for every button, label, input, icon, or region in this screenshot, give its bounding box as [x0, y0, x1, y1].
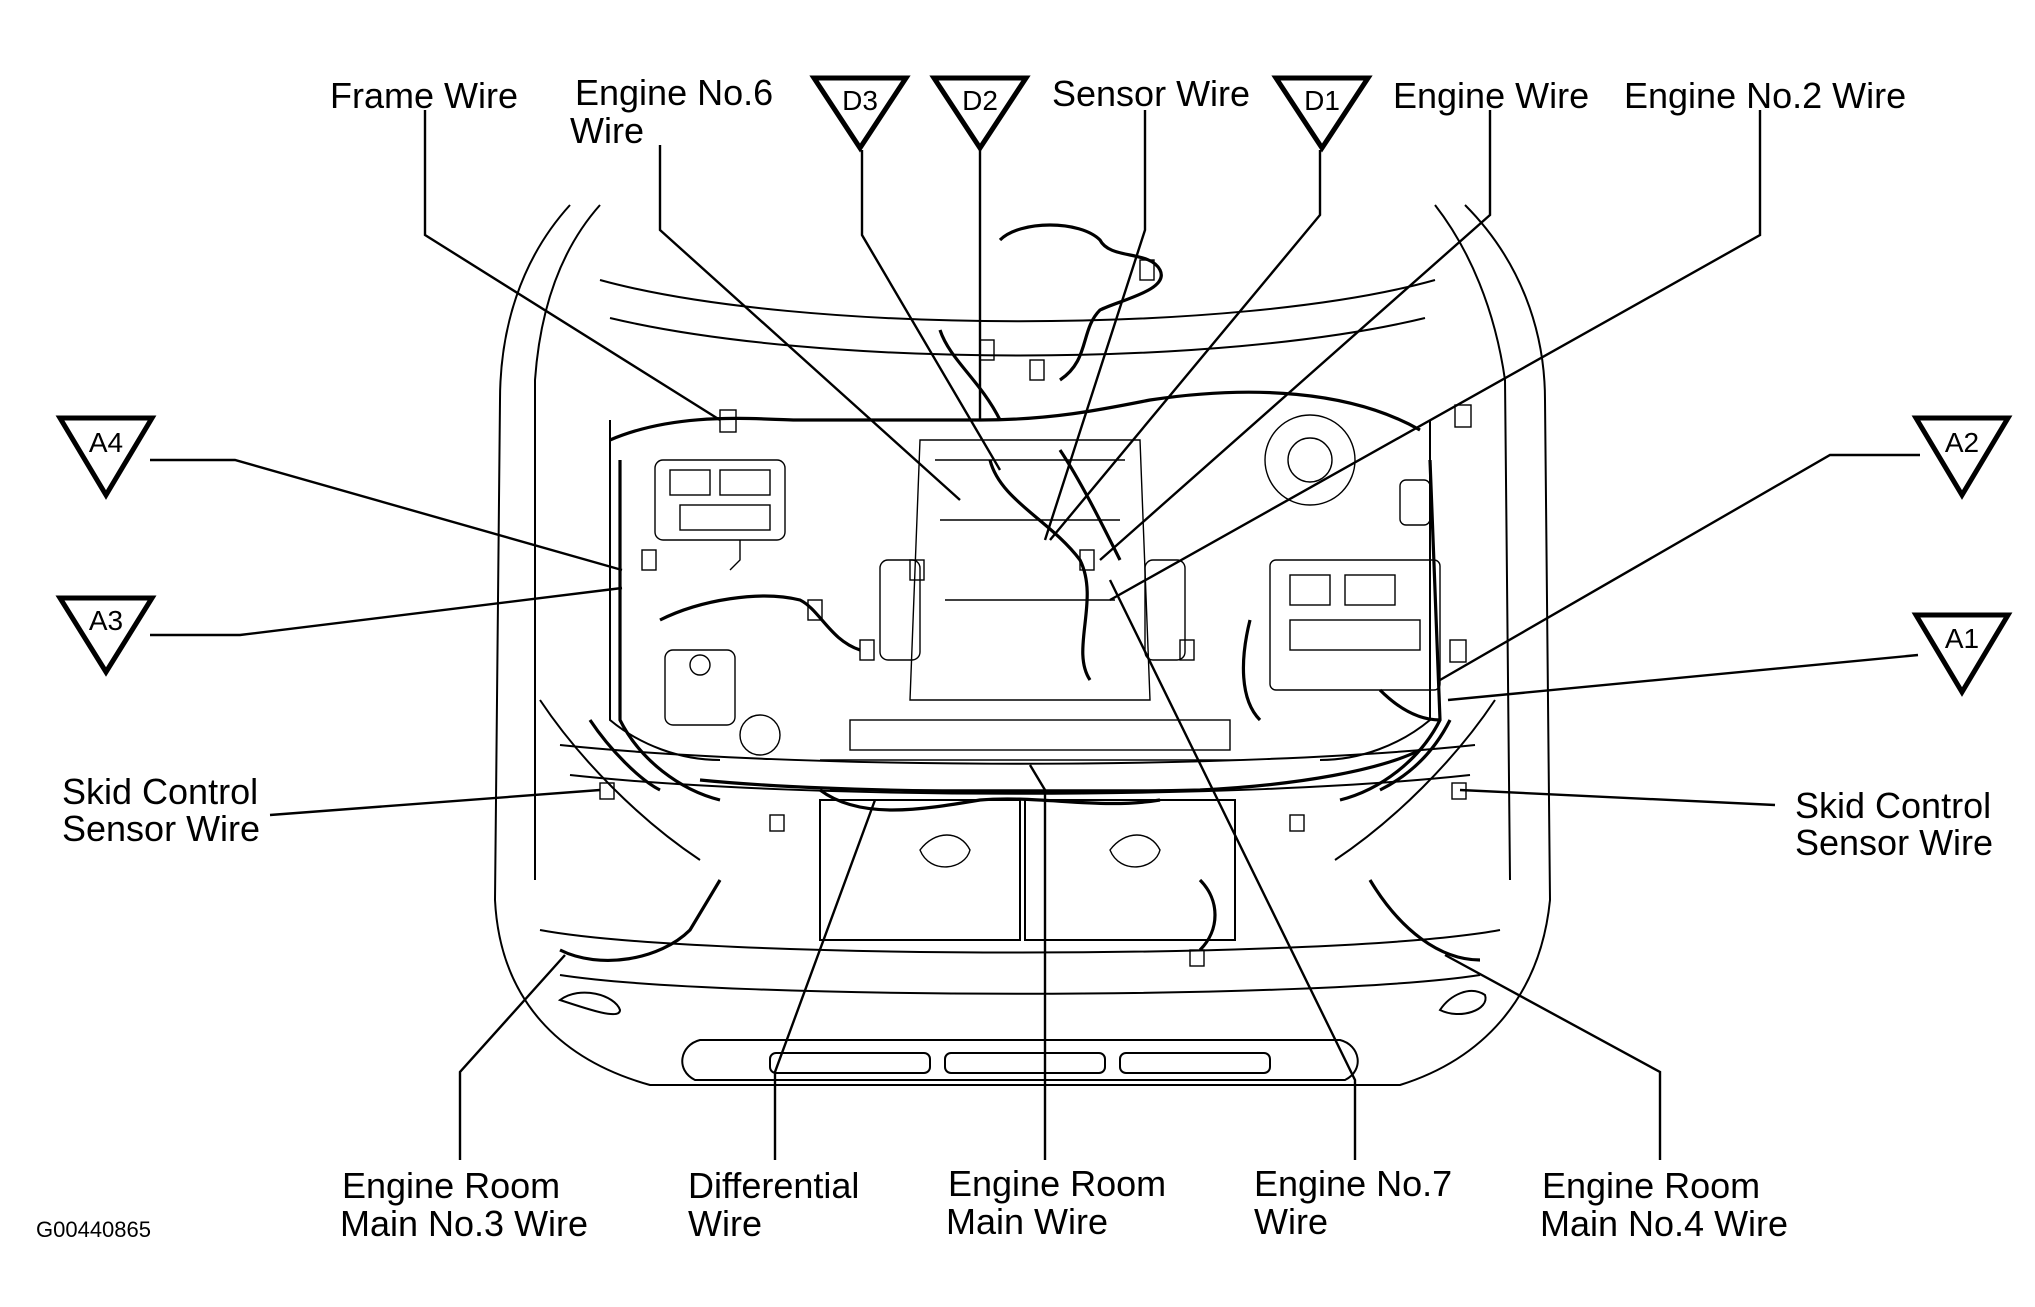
marker-d2: D2 [929, 75, 1031, 153]
leader-a4 [150, 458, 623, 572]
marker-a2-label: A2 [1945, 427, 1979, 458]
leader-engine-room-main [1028, 764, 1047, 1160]
connectors [599, 259, 1472, 967]
label-engine-no2-wire: Engine No.2 Wire [1624, 75, 1906, 116]
marker-a3-label: A3 [89, 605, 123, 636]
leader-engine-no2-wire [1109, 110, 1762, 602]
leader-engine-no7-wire [1108, 579, 1357, 1160]
leader-lines [150, 110, 1920, 1160]
label-differential-wire-line1: Differential [688, 1165, 859, 1206]
label-skid-left-line2: Sensor Wire [62, 808, 260, 849]
marker-a4: A4 [55, 415, 157, 500]
callout-labels: Frame Wire Engine No.6 Wire Sensor Wire … [36, 72, 1993, 1244]
leader-skid-left [269, 788, 601, 817]
engine-bay-components [654, 414, 1441, 868]
vehicle-body-outline [493, 204, 1552, 1086]
figure-code: G00440865 [36, 1217, 151, 1242]
marker-d3-label: D3 [842, 85, 878, 116]
label-differential-wire-line2: Wire [688, 1203, 762, 1244]
leader-sensor-wire [1043, 110, 1147, 541]
marker-a4-label: A4 [89, 427, 123, 458]
label-engine-room-main-no3-line2: Main No.3 Wire [340, 1203, 588, 1244]
leader-frame-wire [423, 110, 721, 422]
marker-a1-label: A1 [1945, 623, 1979, 654]
label-engine-no6-wire-line2: Wire [570, 110, 644, 151]
leader-engine-wire [1099, 110, 1492, 561]
leader-engine-room-main-no4 [1444, 953, 1662, 1160]
leader-engine-no6-wire [658, 145, 961, 501]
leader-skid-right [1459, 788, 1776, 807]
marker-a2: A2 [1911, 415, 2013, 500]
leader-a2 [1439, 453, 1920, 682]
leader-differential-wire [773, 799, 877, 1160]
label-engine-room-main-line1: Engine Room [948, 1163, 1166, 1204]
leader-d1 [1049, 150, 1322, 541]
label-sensor-wire: Sensor Wire [1052, 73, 1250, 114]
leader-a3 [150, 586, 623, 637]
label-engine-room-main-line2: Main Wire [946, 1201, 1108, 1242]
label-engine-wire: Engine Wire [1393, 75, 1589, 116]
label-skid-left-line1: Skid Control [62, 771, 258, 812]
label-frame-wire: Frame Wire [330, 75, 518, 116]
label-skid-right-line1: Skid Control [1795, 785, 1991, 826]
marker-d3: D3 [809, 75, 911, 153]
label-engine-no7-wire-line1: Engine No.7 [1254, 1163, 1452, 1204]
label-engine-room-main-no4-line2: Main No.4 Wire [1540, 1203, 1788, 1244]
label-engine-room-main-no4-line1: Engine Room [1542, 1165, 1760, 1206]
label-engine-no6-wire-line1: Engine No.6 [575, 72, 773, 113]
marker-a1: A1 [1911, 612, 2013, 697]
leader-a1 [1447, 653, 1919, 702]
marker-d2-label: D2 [962, 85, 998, 116]
label-engine-no7-wire-line2: Wire [1254, 1201, 1328, 1242]
label-skid-right-line2: Sensor Wire [1795, 822, 1993, 863]
wiring-harness [559, 223, 1481, 962]
leader-engine-room-main-no3 [458, 954, 566, 1160]
label-engine-room-main-no3-line1: Engine Room [342, 1165, 560, 1206]
marker-d1: D1 [1271, 75, 1373, 153]
marker-a3: A3 [55, 595, 157, 677]
leader-d3 [860, 150, 1002, 471]
marker-d1-label: D1 [1304, 85, 1340, 116]
